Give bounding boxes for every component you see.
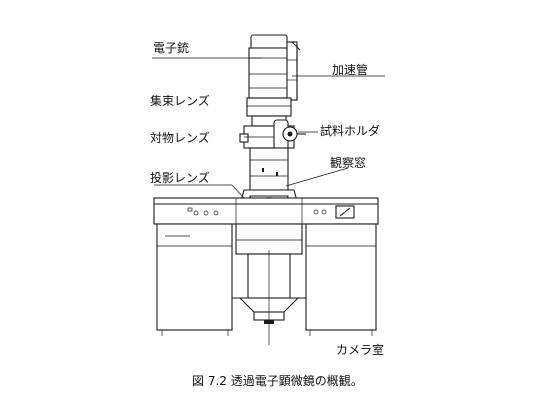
specimen-holder-knob (273, 119, 306, 151)
label-objective-lens: 対物レンズ (150, 130, 210, 145)
console-desk (153, 197, 379, 225)
condenser-lens-section (246, 97, 292, 127)
microscope-drawing (153, 34, 379, 336)
component-labels: 電子銃 加速管 集束レンズ 対物レンズ 試料ホルダ 観察窓 投影レンズ カメラ室 (150, 40, 384, 357)
label-condenser-lens: 集束レンズ (150, 93, 210, 108)
label-electron-gun: 電子銃 (153, 40, 189, 55)
leader-lines (152, 57, 385, 345)
label-viewing-window: 観察窓 (330, 155, 366, 170)
left-cabinet (156, 223, 233, 336)
electron-gun-housing (248, 34, 290, 99)
label-specimen-holder: 試料ホルダ (320, 123, 380, 138)
figure-caption: 図 7.2 透過電子顕微鏡の概観。 (192, 373, 363, 388)
label-projector-lens: 投影レンズ (150, 170, 210, 185)
label-accelerating-tube: 加速管 (332, 62, 368, 77)
label-camera-chamber: カメラ室 (336, 342, 384, 357)
accelerating-tube-pipe (286, 41, 301, 101)
intermediate-column (249, 147, 289, 191)
right-cabinet (305, 223, 377, 336)
